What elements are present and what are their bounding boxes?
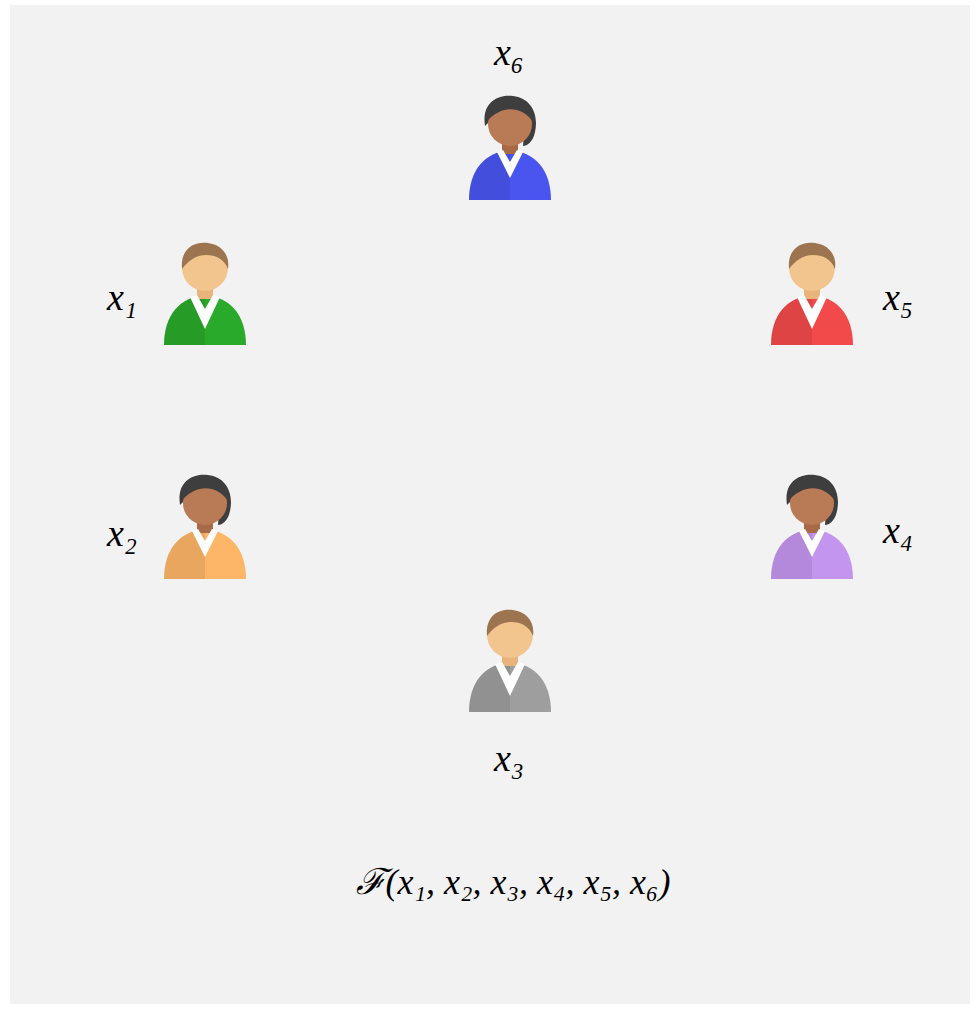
variable-label: x₄ [883,511,913,549]
panel [10,5,970,1004]
person-icon [771,243,853,345]
person-icon [469,96,551,200]
person-icon [469,610,551,712]
person-icon [164,475,246,579]
variable-label: x₃ [494,739,524,777]
person-icon [771,475,853,579]
variable-label: x₁ [107,278,137,316]
person-icon [164,243,246,345]
variable-label: x₆ [494,33,524,71]
variable-label: x₂ [107,514,137,552]
variable-label: x₅ [883,278,913,316]
function-formula: ℱ(x₁, x₂, x₃, x₄, x₅, x₆) [356,864,671,900]
